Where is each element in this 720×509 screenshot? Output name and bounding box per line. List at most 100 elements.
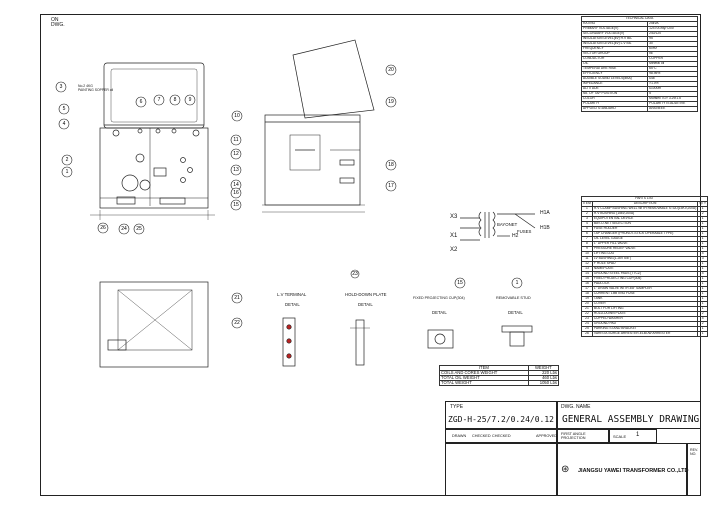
balloon-5: 5 [58,103,70,115]
technical-param: APPLIED STANDARD [580,106,649,112]
parts-header-item: ITEM [581,201,593,207]
balloon-12: 12 [230,148,242,160]
technical-value: ANSI/IEEE [647,106,698,112]
projection-block: FIRST ANGLE PROJECTION [557,429,609,443]
balloon-7: 7 [153,94,165,106]
corner-label: ON DWG. [51,18,65,28]
svg-text:14: 14 [233,182,239,188]
schematic-x2: X2 [450,247,458,253]
svg-text:1: 1 [66,169,69,175]
scale-label: SCALE [613,434,627,439]
balloon-15: 15 [230,199,242,211]
lv-terminal-label: L.V TERMINAL [277,292,307,297]
svg-text:15: 15 [457,280,463,286]
balloon-20: 20 [385,64,397,76]
svg-text:26: 26 [100,225,106,231]
svg-text:15: 15 [233,202,239,208]
signature-row: DRAWN CHECKED CHECKED APPROVED [445,429,557,443]
svg-text:1: 1 [516,280,519,286]
company-name: JIANGSU YAWEI TRANSFORMER CO.,LTD [578,468,689,474]
hold-down-label: HOLD-DOWN PLATE [345,292,387,297]
type-value: ZGD-H-25/7.2/0.24/0.12 [448,415,554,424]
first-angle-label: FIRST ANGLE PROJECTION [561,432,586,441]
weight-item: TOTAL WEIGHT [439,380,529,386]
schematic-h1b: H1B [540,225,550,231]
parts-description: VARISTA SURGE ARRESTER-ELBOW ARRESTER [591,331,699,337]
lv-terminal-detail-label: DETAIL [285,302,300,307]
checked-label-2: CHECKED [492,434,511,438]
corner-label-line: DWG. [51,22,65,28]
balloon-10: 10 [231,110,243,122]
scale-value: 1 [636,432,640,438]
svg-text:3: 3 [60,84,63,90]
parts-item: 26 [581,331,593,337]
balloon-17: 17 [385,180,397,192]
svg-text:5: 5 [63,106,66,112]
svg-text:22: 22 [234,320,240,326]
removable-stud-label: REMOVABLE STUD [496,296,531,300]
type-label: TYPE [450,404,464,410]
balloon-group: 1 2 3 4 5 6 7 8 9 10 11 12 13 14 15 16 1… [55,64,523,329]
corner-label-line: ON [51,17,59,23]
dwg-name-label: DWG. NAME [561,404,591,410]
schematic-x3: X3 [450,214,458,220]
svg-text:8: 8 [174,97,177,103]
balloon-26: 26 [97,222,109,234]
open-cover-polygon [292,39,375,119]
balloon-22: 22 [231,317,243,329]
parts-description: H.V CLAMP BUSHING WELL WITH REMOVABLE ST… [591,206,699,212]
blank-sign-grid [445,443,557,496]
svg-text:17: 17 [388,183,394,189]
front-cabinet-outline [99,127,209,209]
schematic-bayonet: BAYONET [497,222,518,227]
balloon-6: 6 [135,96,147,108]
removable-stud-detail-label: DETAIL [508,310,523,315]
svg-text:23: 23 [352,271,358,277]
svg-text:24: 24 [121,226,127,232]
balloon-1-detail: 1 [511,277,523,289]
schematic-x1: X1 [450,233,458,239]
balloon-23: 23 [350,269,360,279]
dwg-name: GENERAL ASSEMBLY DRAWING [562,414,700,425]
svg-text:9: 9 [189,97,192,103]
balloon-8: 8 [169,94,181,106]
parts-qty: 1 [697,331,709,337]
weight-value: 1050 Lbs [527,380,560,386]
balloon-13: 13 [230,164,242,176]
svg-text:6: 6 [140,99,143,105]
balloon-3: 3 [55,81,67,93]
fixed-cup-label: FIXED PROJECTING CUP(304) [413,296,465,300]
svg-text:13: 13 [233,167,239,173]
dwg-name-block: DWG. NAME GENERAL ASSEMBLY DRAWING [557,401,701,429]
svg-text:10: 10 [234,113,240,119]
plan-view-outline [99,281,209,368]
balloon-2: 2 [61,154,73,166]
balloon-19: 19 [385,96,397,108]
svg-text:12: 12 [233,151,239,157]
schematic-h2: H2 [512,233,519,239]
schematic-fuses: FUSES [517,229,532,234]
balloon-16: 16 [230,187,242,199]
balloon-11: 11 [230,134,242,146]
balloon-9: 9 [184,94,196,106]
svg-text:11: 11 [233,137,238,143]
schematic-h1a: H1A [540,210,550,216]
svg-text:4: 4 [63,121,66,127]
drawn-label: DRAWN [452,434,467,438]
type-block: TYPE ZGD-H-25/7.2/0.24/0.12 [445,401,557,429]
checked-label-1: CHECKED [472,434,491,438]
svg-text:2: 2 [66,157,69,163]
company-logo-icon: ⊛ [561,464,570,475]
balloon-1: 1 [61,166,73,178]
svg-text:19: 19 [388,99,394,105]
svg-text:25: 25 [136,226,142,232]
approved-label: APPROVED [536,434,558,438]
callout-note: No.2 4KG PAINTING SOPPER oil [78,84,114,93]
svg-text:18: 18 [388,162,394,168]
